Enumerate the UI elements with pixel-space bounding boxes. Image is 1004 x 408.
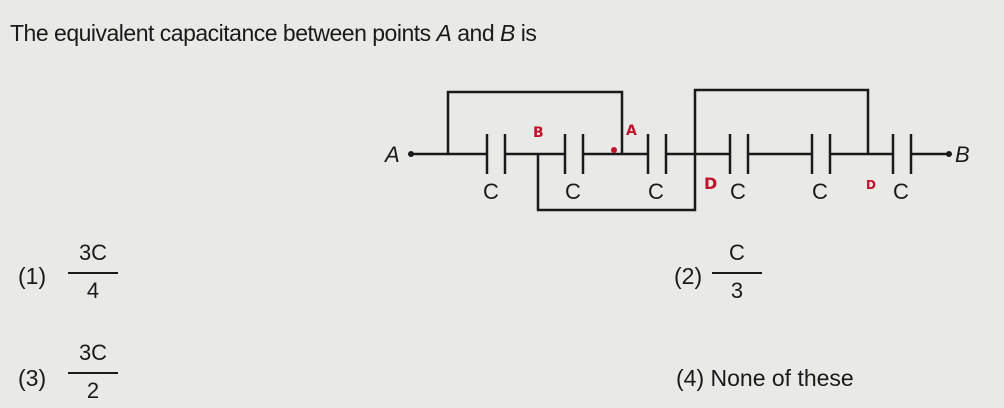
fraction-bar <box>68 272 118 274</box>
capacitor-label: C <box>812 179 828 204</box>
terminal-a-dot <box>408 151 414 157</box>
option-1-number: (1) <box>18 263 47 289</box>
circuit-wires <box>410 88 950 212</box>
option-3-denominator: 2 <box>86 378 100 403</box>
option-1-fraction: 3C 4 <box>68 240 118 304</box>
capacitor-label: C <box>730 179 746 204</box>
question-text: The equivalent capacitance between point… <box>10 20 537 47</box>
option-2-denominator: 3 <box>730 278 744 303</box>
option-2-numerator: C <box>729 240 745 265</box>
capacitor-label: C <box>893 179 909 204</box>
terminal-b-dot <box>946 151 952 157</box>
option-4-number: (4) <box>676 365 705 391</box>
handwritten-mark-d: D <box>704 174 717 193</box>
question-point-a: A <box>436 20 452 46</box>
terminal-b-label: B <box>955 142 970 167</box>
capacitor-label: C <box>565 179 581 204</box>
question-suffix: is <box>514 20 537 46</box>
handwritten-mark-a: A <box>626 123 637 139</box>
option-4-text: None of these <box>710 365 854 391</box>
option-3-fraction: 3C 2 <box>68 340 118 404</box>
junction-mark <box>611 147 617 153</box>
capacitor-label: C <box>483 179 499 204</box>
fraction-bar <box>68 372 118 374</box>
question-point-b: B <box>500 20 515 46</box>
option-3-numerator: 3C <box>78 340 108 365</box>
option-1-denominator: 4 <box>86 278 100 303</box>
option-4: (4) None of these <box>676 365 854 392</box>
option-1-numerator: 3C <box>78 240 108 265</box>
handwritten-mark-b: B <box>533 125 544 141</box>
capacitor-label: C <box>648 179 664 204</box>
question-prefix: The equivalent capacitance between point… <box>10 20 437 46</box>
option-3-number: (3) <box>18 365 47 391</box>
option-2-fraction: C 3 <box>712 240 762 304</box>
fraction-bar <box>712 272 762 274</box>
handwritten-mark-d: D <box>866 178 876 192</box>
option-2-number: (2) <box>674 263 703 289</box>
terminal-a-label: A <box>383 142 400 167</box>
question-and: and <box>451 20 501 46</box>
